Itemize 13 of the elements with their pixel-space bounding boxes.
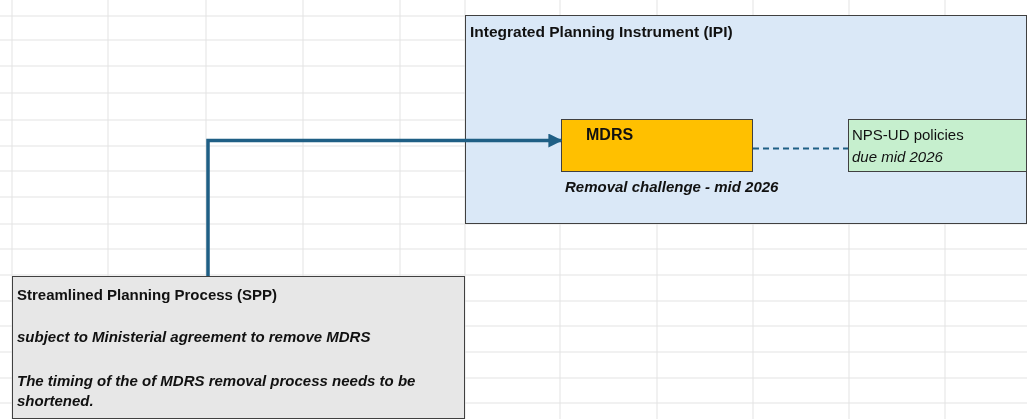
group-panel [465,15,1027,224]
node-title: Integrated Planning Instrument (IPI) [470,22,733,42]
process-box [848,119,1027,172]
node-text: The timing of the of MDRS removal process needs to be shortened. [17,371,417,411]
node-text: due mid 2026 [852,147,943,167]
node-title: Streamlined Planning Process (SPP) [17,285,278,305]
connector-arrow [206,133,563,276]
node-caption: Removal challenge - mid 2026 [565,177,779,197]
process-box [12,276,465,419]
node-title: NPS-UD policies [852,125,964,145]
node-text: subject to Ministerial agreement to remove MDRS [17,327,371,347]
node-title: MDRS [586,125,634,145]
process-box [561,119,753,172]
